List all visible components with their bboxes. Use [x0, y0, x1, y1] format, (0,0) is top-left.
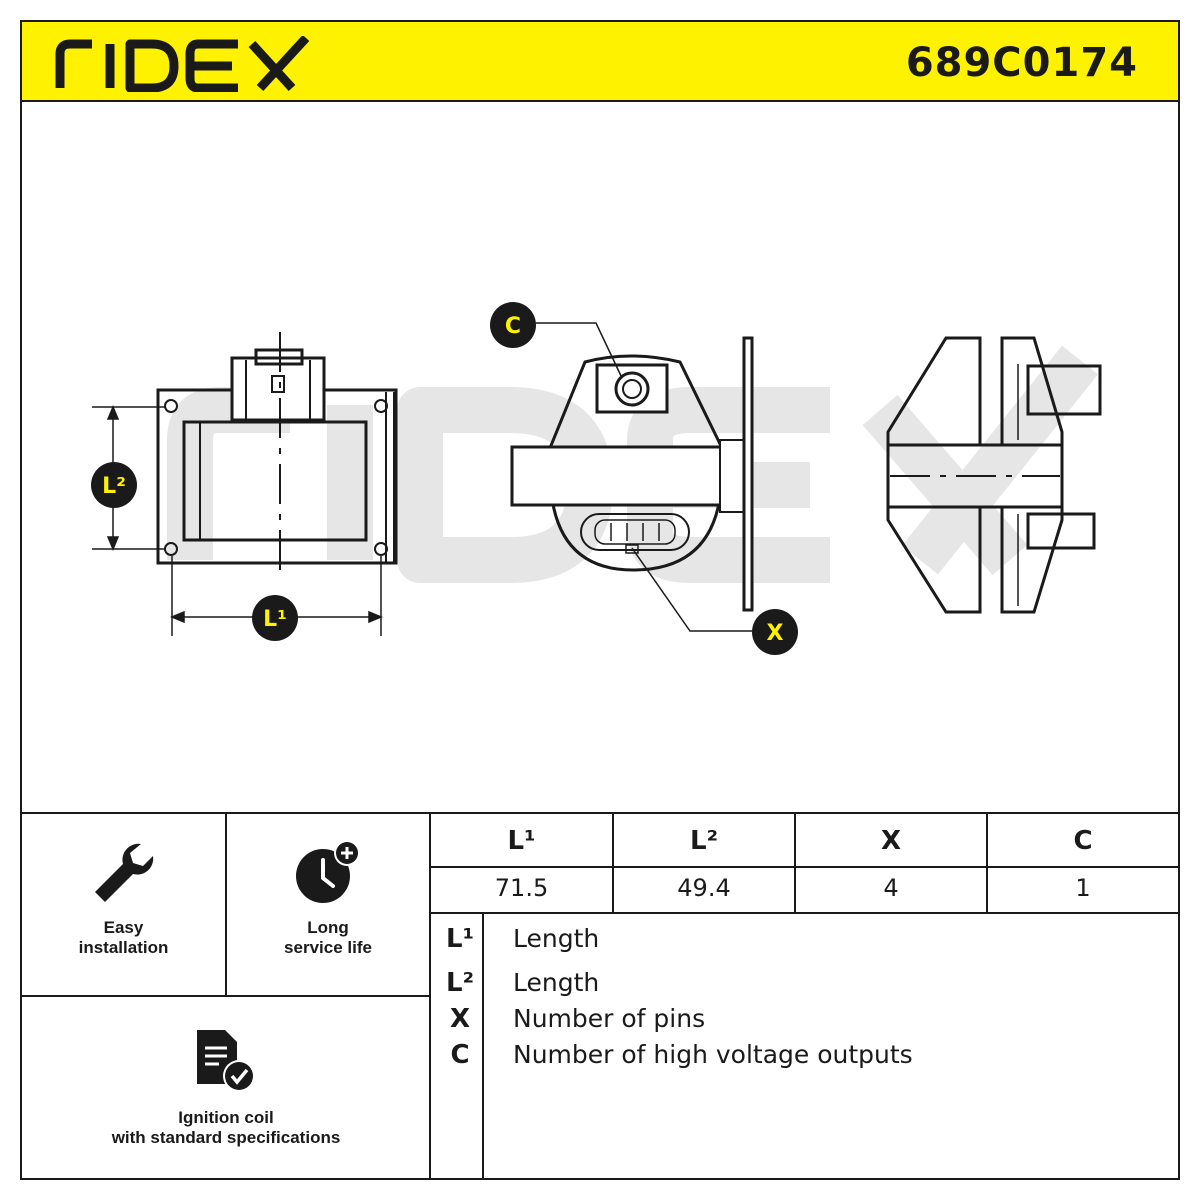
table-bottom-line [430, 912, 1180, 914]
table-header-x: X [880, 826, 902, 856]
legend-key: L¹ [446, 924, 474, 954]
table-value-x: 4 [883, 874, 899, 902]
feature-label-line2: installation [78, 938, 169, 957]
feature-easy-installation: Easy installation [22, 838, 225, 958]
table-value-l1: 71.5 [494, 874, 549, 902]
badge-c: C [490, 302, 536, 348]
coil-left-view [156, 332, 398, 580]
feature-label-line1: Long [307, 918, 349, 937]
feature-standard-specifications: Ignition coil with standard specificatio… [22, 1024, 430, 1148]
table-value-c: 1 [1075, 874, 1091, 902]
part-number: 689C0174 [905, 40, 1138, 86]
technical-drawing: L² L¹ C X [22, 102, 1178, 812]
legend-label: Length [513, 924, 600, 953]
table-col-line [986, 814, 988, 913]
coil-side-view [886, 336, 1102, 614]
coil-front-view [510, 336, 754, 612]
legend-label: Length [513, 968, 600, 997]
svg-text:C: C [505, 314, 521, 339]
legend-label: Number of high voltage outputs [513, 1040, 913, 1069]
table-header-line [430, 866, 1180, 868]
feature-label-line1: Ignition coil [178, 1108, 274, 1127]
table-col-line [612, 814, 614, 913]
document-check-icon [197, 1030, 255, 1092]
legend-key: X [449, 1004, 471, 1034]
feature-label-line1: Easy [103, 918, 144, 937]
header-bar: 689C0174 [20, 20, 1180, 102]
feature-divider-h [20, 995, 430, 997]
wrench-icon [94, 843, 153, 902]
section-divider [20, 812, 1180, 814]
legend-key: L² [446, 968, 474, 998]
callout-leaders [536, 322, 752, 632]
table-header-l1: L¹ [507, 826, 536, 856]
svg-text:X: X [767, 621, 784, 646]
table-value-l2: 49.4 [677, 874, 731, 902]
legend-col-line [482, 913, 484, 1180]
drawing-svg [92, 322, 1102, 636]
clock-plus-icon [296, 840, 360, 903]
sheet-frame [20, 20, 1180, 1180]
badge-l2: L² [91, 462, 137, 508]
badge-l1: L¹ [252, 595, 298, 641]
table-header-l2: L² [690, 826, 718, 856]
svg-text:L²: L² [102, 474, 126, 499]
feature-label-line2: with standard specifications [111, 1128, 341, 1147]
svg-text:L¹: L¹ [263, 607, 287, 632]
legend-key: C [450, 1040, 470, 1070]
feature-long-service-life: Long service life [227, 838, 429, 958]
brand-logo [52, 34, 312, 97]
panel-divider-v [429, 814, 431, 1180]
table-col-line [794, 814, 796, 913]
badge-x: X [752, 609, 798, 655]
feature-divider-v [225, 814, 227, 996]
legend-label: Number of pins [513, 1004, 706, 1033]
feature-label-line2: service life [284, 938, 372, 957]
table-header-c: C [1073, 826, 1093, 856]
